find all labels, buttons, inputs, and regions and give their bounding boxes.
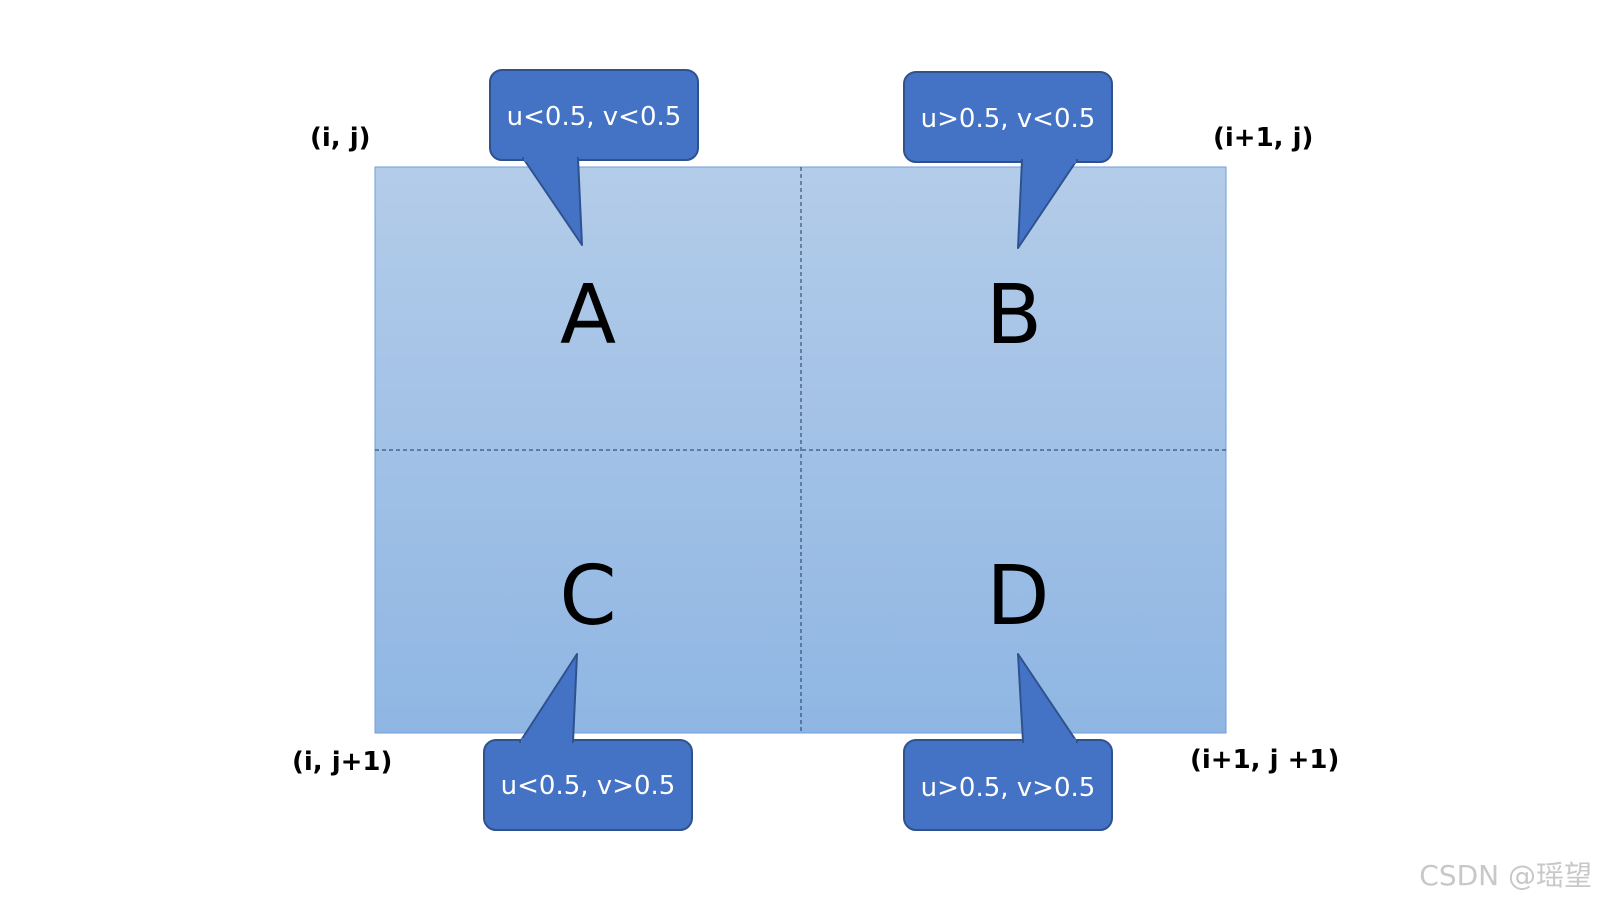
quadrant-a-label: A — [560, 268, 616, 363]
callout-c-text: u<0.5, v>0.5 — [501, 771, 676, 801]
callout-d-text: u>0.5, v>0.5 — [921, 773, 1096, 803]
callout-a-text: u<0.5, v<0.5 — [507, 102, 682, 132]
watermark: CSDN @瑶望 — [1419, 859, 1592, 892]
callout-a: u<0.5, v<0.5 — [489, 69, 699, 246]
corner-label-top-left: (i, j) — [310, 123, 371, 153]
callout-d: u>0.5, v>0.5 — [903, 653, 1113, 831]
corner-label-bottom-right: (i+1, j +1) — [1190, 745, 1339, 775]
corner-label-bottom-left: (i, j+1) — [292, 747, 392, 777]
quadrant-d-label: D — [986, 549, 1049, 644]
quadrant-b-label: B — [986, 268, 1042, 363]
corner-label-top-right: (i+1, j) — [1213, 123, 1313, 153]
callout-c: u<0.5, v>0.5 — [483, 653, 693, 831]
callout-b-text: u>0.5, v<0.5 — [921, 104, 1096, 134]
quadrant-c-label: C — [559, 549, 616, 644]
callout-b: u>0.5, v<0.5 — [903, 71, 1113, 249]
